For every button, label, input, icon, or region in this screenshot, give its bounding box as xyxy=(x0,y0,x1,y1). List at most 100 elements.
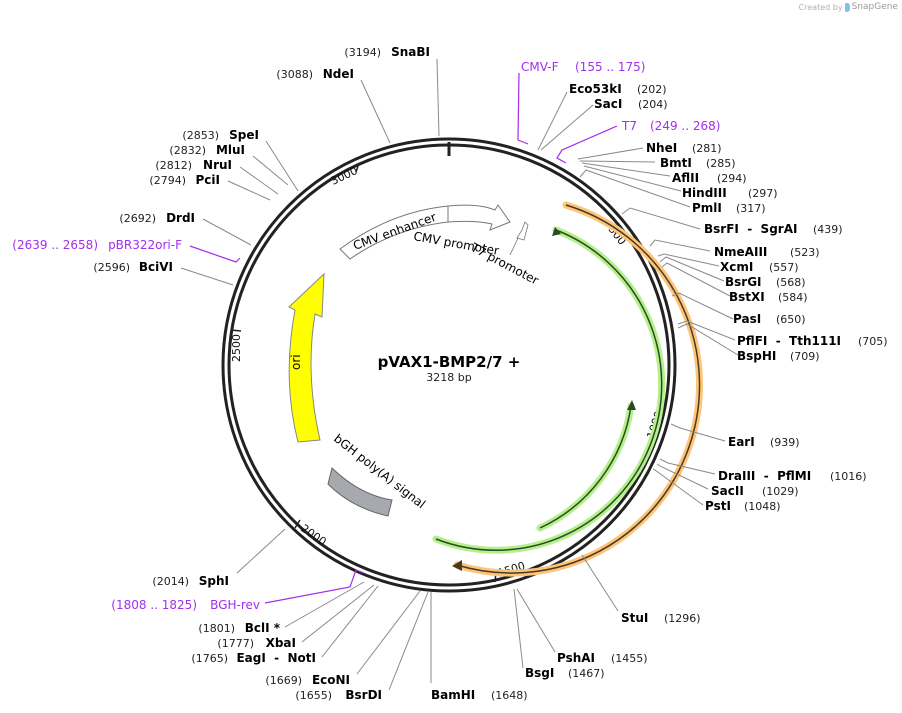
site-snabi[interactable]: SnaBI(3194) xyxy=(344,45,430,59)
svg-text:BsrFI - SgrAI: BsrFI - SgrAI xyxy=(704,222,797,236)
site-bsrdi[interactable]: BsrDI (1655) xyxy=(295,688,382,702)
svg-text:BsrDI: BsrDI xyxy=(345,688,382,702)
svg-text:BsgI: BsgI xyxy=(525,666,554,680)
svg-text:NmeAIII: NmeAIII xyxy=(714,245,767,259)
svg-text:(439): (439) xyxy=(813,223,843,236)
svg-text:(1655): (1655) xyxy=(295,689,332,702)
site-bsrgi[interactable]: BsrGI(568) xyxy=(725,275,806,289)
svg-text:(2812): (2812) xyxy=(155,159,192,172)
svg-text:StuI: StuI xyxy=(621,611,648,625)
svg-text:(1467): (1467) xyxy=(568,667,605,680)
site-bsgi[interactable]: BsgI (1467) xyxy=(525,666,605,680)
primer-bgh-rev[interactable]: BGH-rev (1808 .. 1825) xyxy=(111,569,365,612)
tick-label-2500: 2500 xyxy=(230,334,243,362)
svg-text:PstI: PstI xyxy=(705,499,731,513)
site-ndei[interactable]: NdeI (3088) xyxy=(276,67,354,81)
svg-text:pBR322ori-F: pBR322ori-F xyxy=(108,238,182,252)
t7-promoter-label: T7 promoter xyxy=(468,240,541,288)
site-eagi-noti[interactable]: EagI - NotI(1765) xyxy=(191,651,316,665)
feature-bgh-polya[interactable]: bGH poly(A) signal xyxy=(327,431,428,517)
svg-text:(3194): (3194) xyxy=(344,46,381,59)
svg-text:(523): (523) xyxy=(790,246,820,259)
site-xbai[interactable]: XbaI (1777) xyxy=(217,636,296,650)
plasmid-length: 3218 bp xyxy=(426,371,471,384)
orf-arcs[interactable] xyxy=(432,201,704,577)
primer-cmv-f[interactable]: CMV-F (155 .. 175) xyxy=(517,60,645,145)
site-econi[interactable]: EcoNI(1669) xyxy=(265,673,350,687)
site-pmli[interactable]: PmlI(317) xyxy=(692,201,766,215)
feature-ori[interactable]: ori xyxy=(288,272,325,443)
svg-text:(2014): (2014) xyxy=(152,575,189,588)
svg-text:(1048): (1048) xyxy=(744,500,781,513)
site-sacii[interactable]: SacII(1029) xyxy=(711,484,799,498)
svg-text:(705): (705) xyxy=(858,335,888,348)
svg-text:(2596): (2596) xyxy=(93,261,130,274)
site-draiii-pflmi[interactable]: DraIII - PflMI(1016) xyxy=(718,469,867,483)
svg-text:(939): (939) xyxy=(770,436,800,449)
svg-text:BmtI: BmtI xyxy=(660,156,692,170)
svg-text:NruI: NruI xyxy=(203,158,232,172)
site-bamhi[interactable]: BamHI(1648) xyxy=(431,688,528,702)
site-pasi[interactable]: PasI(650) xyxy=(733,312,806,326)
svg-text:(1808 .. 1825): (1808 .. 1825) xyxy=(111,598,197,612)
site-sphi[interactable]: SphI(2014) xyxy=(152,574,229,588)
svg-text:(1648): (1648) xyxy=(491,689,528,702)
svg-text:DrdI: DrdI xyxy=(166,211,195,225)
primer-pbr322ori-f[interactable]: pBR322ori-F (2639 .. 2658) xyxy=(12,238,241,263)
svg-text:(3088): (3088) xyxy=(276,68,313,81)
site-nmeaiii[interactable]: NmeAIII (523) xyxy=(714,245,820,259)
site-bcivi[interactable]: BciVI (2596) xyxy=(93,260,173,274)
svg-text:(1777): (1777) xyxy=(217,637,254,650)
svg-text:MluI: MluI xyxy=(216,143,245,157)
svg-text:Eco53kI: Eco53kI xyxy=(569,82,622,96)
svg-text:EarI: EarI xyxy=(728,435,755,449)
site-saci[interactable]: SacI(204) xyxy=(594,97,668,111)
svg-text:(1296): (1296) xyxy=(664,612,701,625)
site-pshai[interactable]: PshAI(1455) xyxy=(557,651,648,665)
site-bsrfi-sgrai[interactable]: BsrFI - SgrAI (439) xyxy=(704,222,843,236)
feature-t7-promoter[interactable]: T7 promoter xyxy=(468,221,541,288)
primer-t7[interactable]: T7 (249 .. 268) xyxy=(556,119,720,164)
svg-text:(202): (202) xyxy=(637,83,667,96)
site-bsphi[interactable]: BspHI(709) xyxy=(737,349,820,363)
site-bmti[interactable]: BmtI(285) xyxy=(660,156,736,170)
svg-text:EagI - NotI: EagI - NotI xyxy=(236,651,316,665)
site-bcli[interactable]: BclI *(1801) xyxy=(198,621,280,635)
svg-text:(1455): (1455) xyxy=(611,652,648,665)
svg-text:(2692): (2692) xyxy=(119,212,156,225)
svg-text:HindIII: HindIII xyxy=(682,186,727,200)
tick-label-3000: 3000 xyxy=(329,164,360,188)
site-mlui[interactable]: MluI (2832) xyxy=(169,143,245,157)
svg-text:(2639 .. 2658): (2639 .. 2658) xyxy=(12,238,98,252)
site-xcmi[interactable]: XcmI(557) xyxy=(720,260,799,274)
site-stui[interactable]: StuI (1296) xyxy=(621,611,701,625)
svg-text:(557): (557) xyxy=(769,261,799,274)
svg-text:(2832): (2832) xyxy=(169,144,206,157)
site-nhei[interactable]: NheI(281) xyxy=(646,141,722,155)
svg-text:CMV-F: CMV-F xyxy=(521,60,559,74)
site-hindiii[interactable]: HindIII(297) xyxy=(682,186,778,200)
ori-label: ori xyxy=(289,354,303,370)
site-bstxi[interactable]: BstXI(584) xyxy=(729,290,808,304)
site-eari[interactable]: EarI (939) xyxy=(728,435,800,449)
svg-text:EcoNI: EcoNI xyxy=(312,673,350,687)
site-eco53ki[interactable]: Eco53kI (202) xyxy=(569,82,667,96)
svg-text:(294): (294) xyxy=(717,172,747,185)
svg-text:BciVI: BciVI xyxy=(139,260,173,274)
svg-text:XbaI: XbaI xyxy=(266,636,296,650)
site-nrui[interactable]: NruI (2812) xyxy=(155,158,232,172)
svg-text:(155 .. 175): (155 .. 175) xyxy=(575,60,645,74)
site-spei[interactable]: SpeI(2853) xyxy=(182,128,259,142)
svg-text:NdeI: NdeI xyxy=(323,67,354,81)
svg-text:(568): (568) xyxy=(776,276,806,289)
site-pflfi-tth111i[interactable]: PflFI - Tth111I(705) xyxy=(737,334,888,348)
sites-right: Eco53kI (202) SacI(204) NheI(281) BmtI(28… xyxy=(430,82,888,702)
site-aflii[interactable]: AflII(294) xyxy=(672,171,747,185)
site-pcii[interactable]: PciI(2794) xyxy=(149,173,220,187)
snapgene-credit: Created by SnapGene xyxy=(799,2,898,12)
site-drdi[interactable]: DrdI (2692) xyxy=(119,211,195,225)
snapgene-logo-icon xyxy=(844,2,850,12)
site-psti[interactable]: PstI (1048) xyxy=(705,499,781,513)
svg-text:(1016): (1016) xyxy=(830,470,867,483)
svg-text:BspHI: BspHI xyxy=(737,349,776,363)
